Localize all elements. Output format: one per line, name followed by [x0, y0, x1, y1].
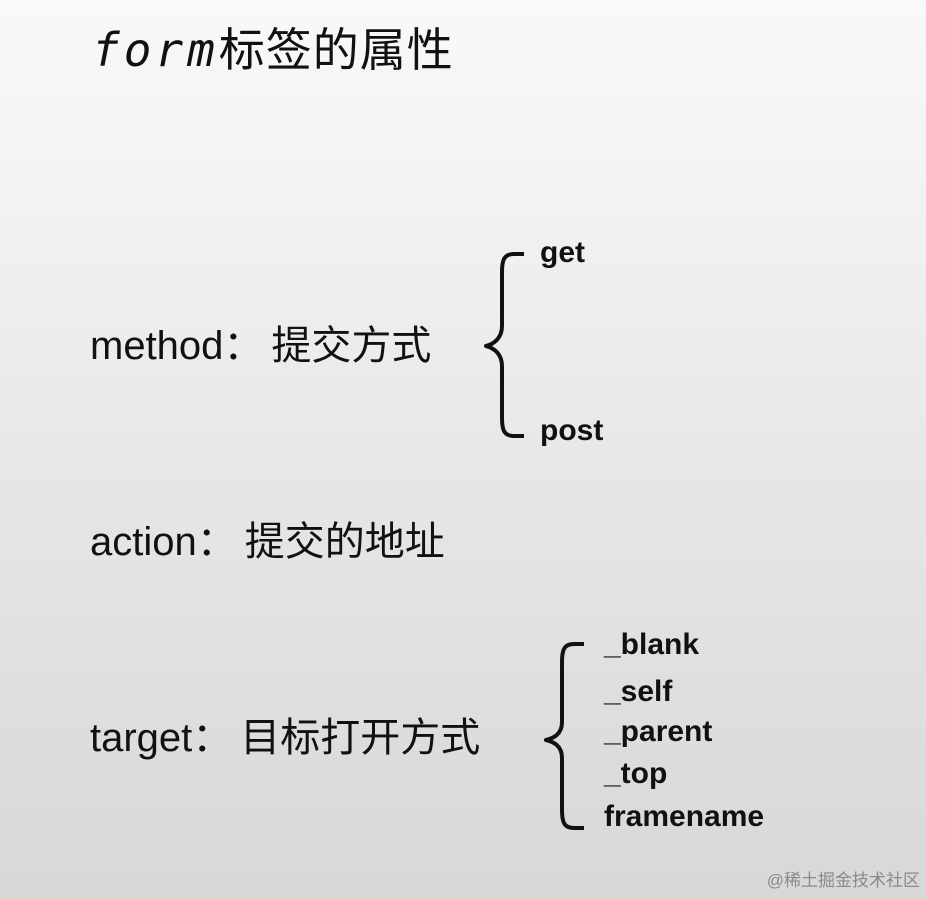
- option-self: _self: [604, 675, 673, 708]
- slide-title: form标签的属性: [92, 22, 454, 78]
- attribute-name: target: [90, 716, 193, 760]
- title-text-part: 标签的属性: [218, 23, 454, 77]
- attribute-target: target：目标打开方式: [90, 714, 480, 762]
- attribute-description: 提交方式: [271, 324, 432, 368]
- brace-icon: [542, 640, 588, 832]
- title-code-part: form: [92, 23, 219, 77]
- option-framename: framename: [604, 800, 765, 833]
- attribute-description: 目标打开方式: [240, 716, 481, 760]
- option-blank: _blank: [604, 628, 700, 661]
- watermark: @稀土掘金技术社区: [766, 871, 920, 890]
- attribute-separator: ：: [223, 324, 264, 368]
- option-get: get: [540, 236, 585, 269]
- attribute-description: 提交的地址: [244, 520, 445, 564]
- attribute-separator: ：: [196, 520, 237, 564]
- attribute-action: action：提交的地址: [90, 518, 445, 566]
- option-top: _top: [604, 757, 668, 790]
- attribute-name: action: [90, 520, 197, 564]
- attribute-separator: ：: [192, 716, 233, 760]
- option-parent: _parent: [604, 715, 713, 748]
- attribute-method: method：提交方式: [90, 322, 431, 370]
- attribute-name: method: [90, 324, 224, 368]
- option-post: post: [540, 414, 604, 447]
- brace-icon: [482, 250, 528, 440]
